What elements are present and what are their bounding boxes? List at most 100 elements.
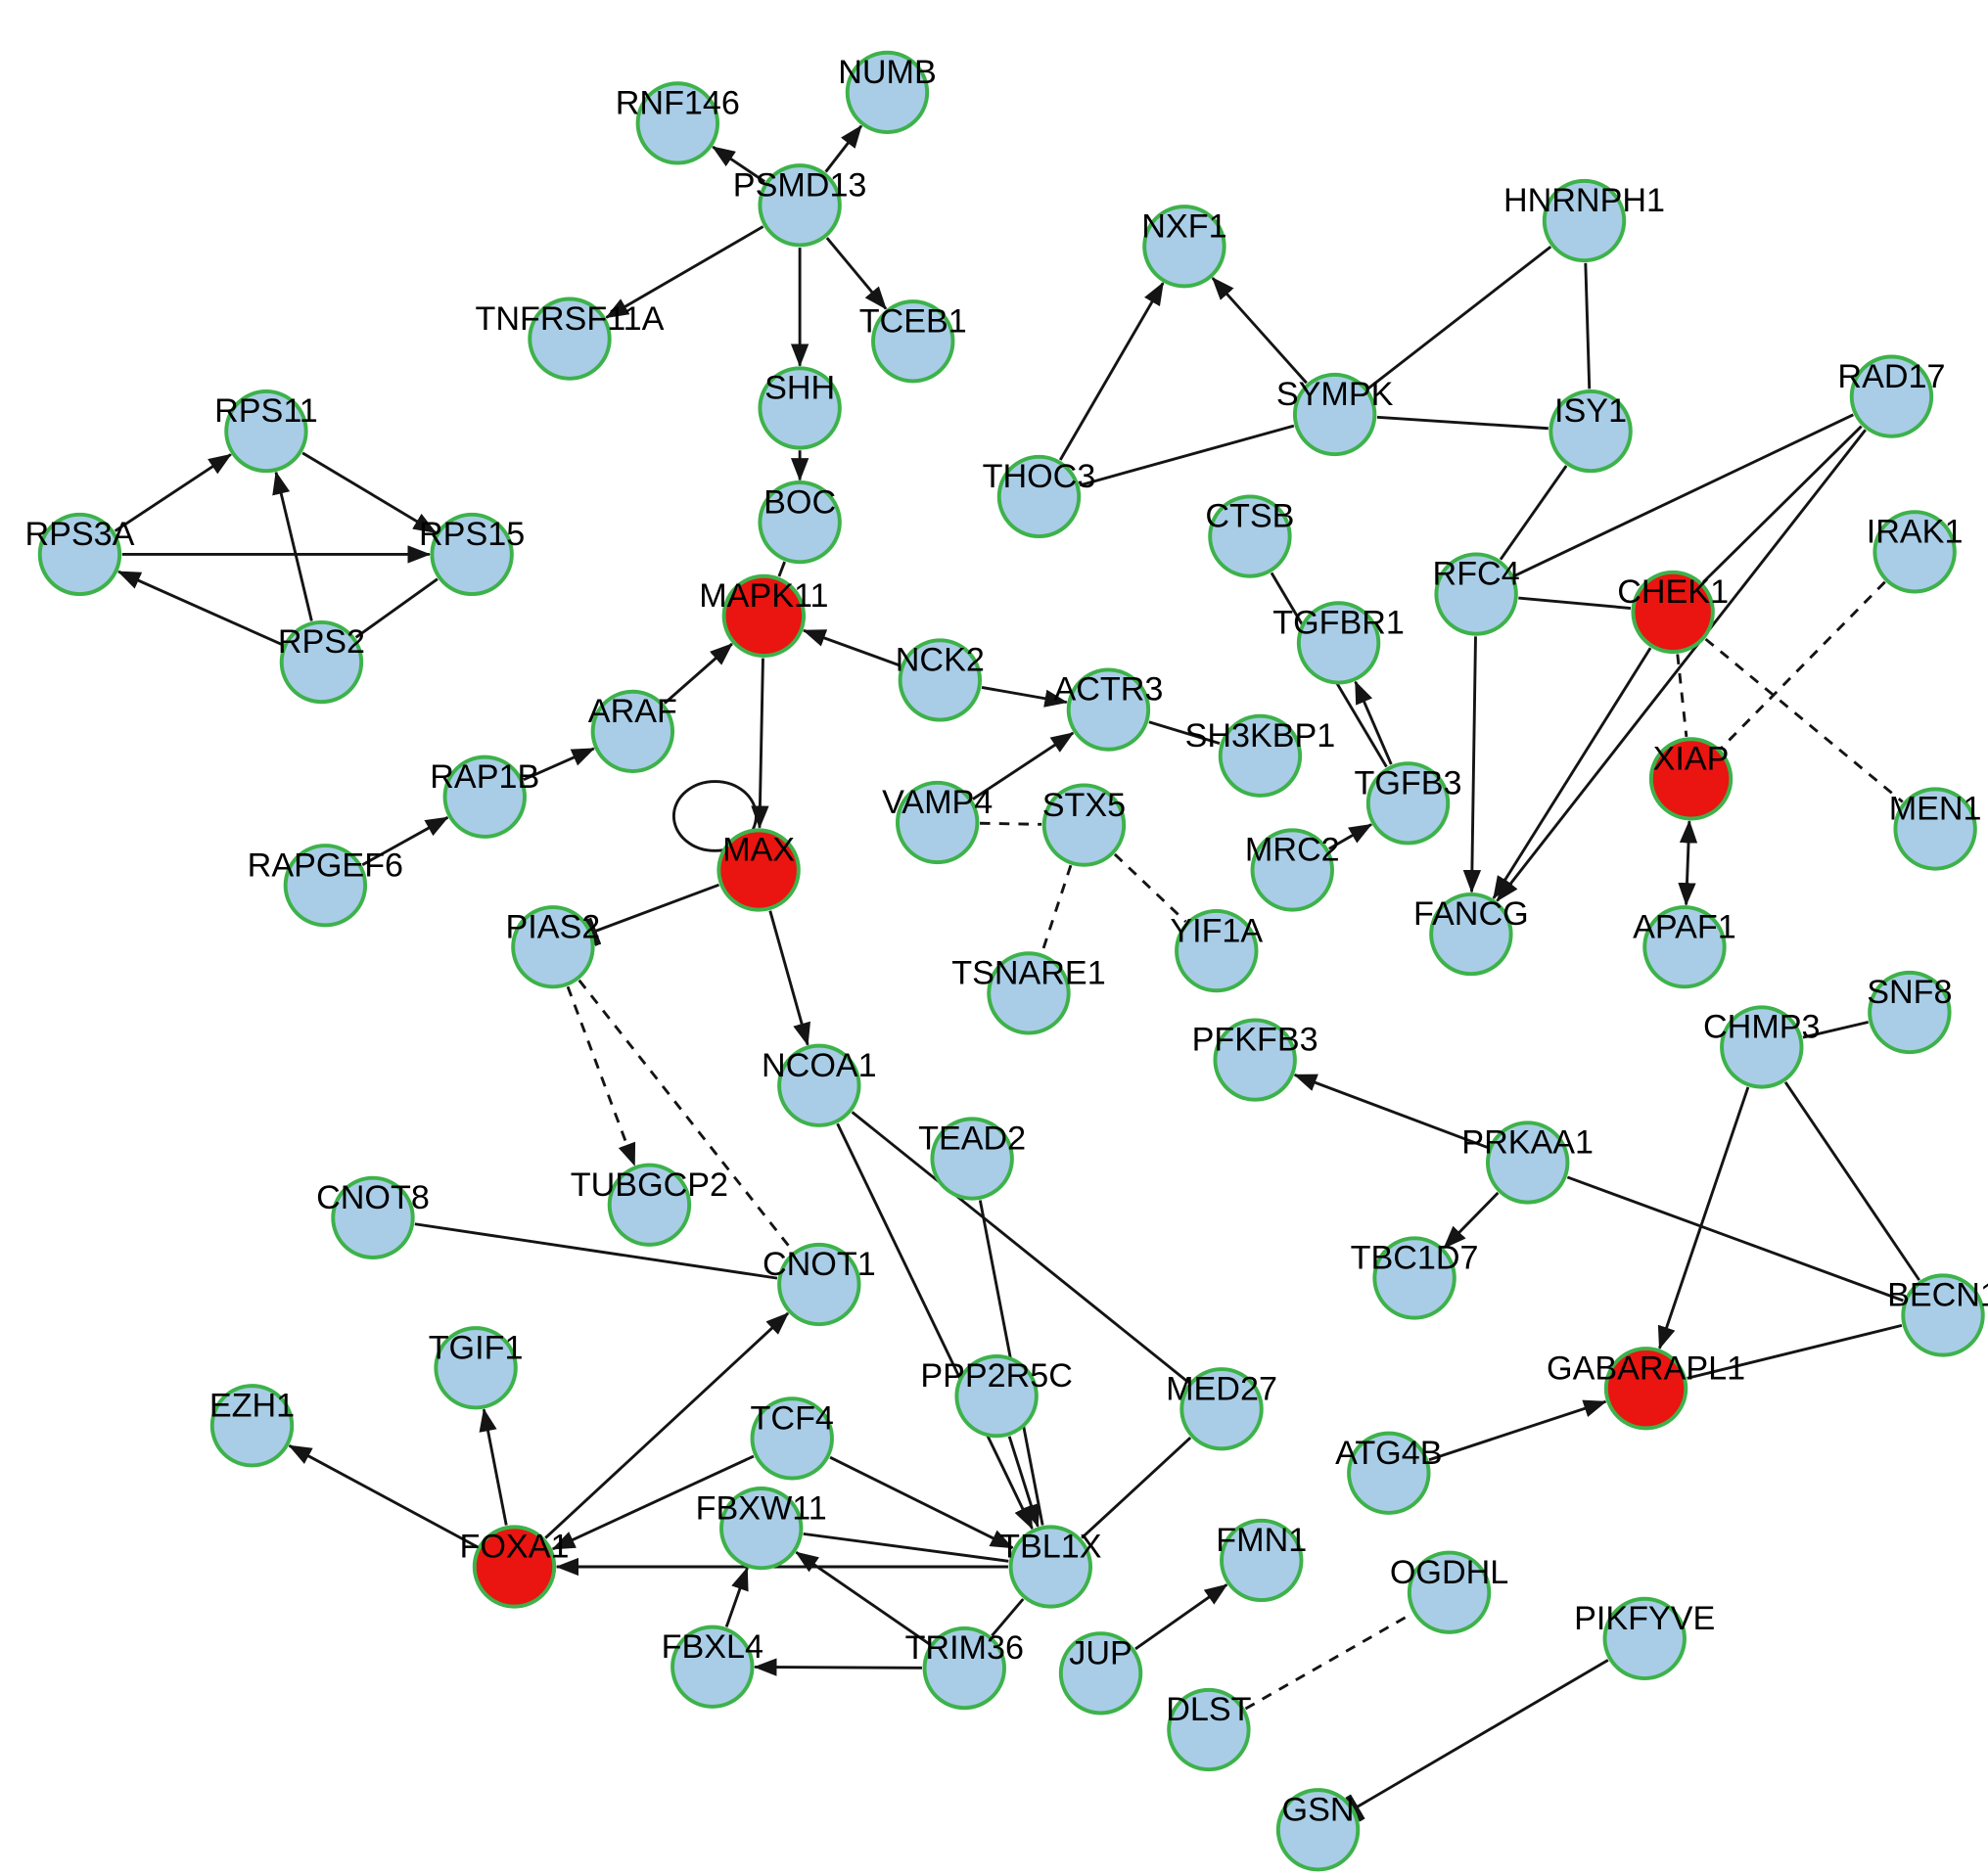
node-DLST: DLST [1166,1687,1252,1772]
node-circle-SHH [758,366,842,450]
edge-THOC3-SYMPK [1079,424,1295,487]
node-label-PPP2R5C: PPP2R5C [920,1357,1073,1395]
node-FOXA1: FOXA1 [460,1525,569,1609]
node-circle-TGFBR1 [1296,601,1381,685]
node-label-RAP1B: RAP1B [430,758,539,796]
edge-PRKAA1-TBC1D7 [1443,1191,1500,1250]
node-OGDHL: OGDHL [1390,1550,1508,1634]
node-label-TBL1X: TBL1X [999,1529,1102,1566]
edge-CHEK1-XIAP [1676,654,1688,738]
node-GSN: GSN [1275,1788,1361,1872]
node-circle-ATG4B [1347,1431,1431,1515]
node-circle-APAF1 [1642,905,1727,989]
node-circle-MAX [717,828,801,912]
node-circle-FOXA1 [472,1525,557,1609]
node-TBC1D7: TBC1D7 [1351,1236,1479,1320]
node-TCEB1: TCEB1 [859,299,967,384]
node-label-STX5: STX5 [1042,787,1126,824]
node-label-FBXW11: FBXW11 [696,1489,827,1527]
node-CHMP3: CHMP3 [1703,1005,1821,1089]
node-PSMD13: PSMD13 [733,163,866,248]
edge-PRKAA1-PFKFB3 [1293,1073,1489,1150]
node-RAD17: RAD17 [1837,354,1946,438]
node-circle-BECN1 [1901,1273,1985,1357]
edge-CHMP3-BECN1 [1783,1081,1920,1281]
node-circle-MRC2 [1250,828,1334,912]
node-THOC3: THOC3 [983,454,1095,539]
node-YIF1A: YIF1A [1170,908,1263,993]
node-circle-TUBGCP2 [607,1163,692,1247]
node-label-PFKFB3: PFKFB3 [1192,1022,1318,1059]
edge-RPS2-RPS11 [272,471,313,621]
edge-RPS11-RPS15 [301,451,438,534]
node-TNFRSF11A: TNFRSF11A [476,297,665,381]
node-label-NCOA1: NCOA1 [762,1047,877,1084]
edge-STX5-TSNARE1 [1040,864,1073,954]
node-label-CTSB: CTSB [1205,498,1294,535]
edge-RAD17-FANCG [1496,429,1867,902]
node-label-MRC2: MRC2 [1245,832,1340,869]
node-BOC: BOC [758,480,842,565]
node-circle-FMN1 [1220,1518,1304,1603]
node-label-RAPGEF6: RAPGEF6 [248,846,403,884]
node-PPP2R5C: PPP2R5C [920,1353,1073,1439]
node-circle-CNOT1 [777,1242,861,1327]
node-SYMPK: SYMPK [1276,372,1394,457]
node-PIKFYVE: PIKFYVE [1574,1596,1715,1681]
edge-RPS3A-RPS11 [114,453,232,532]
node-circle-RPS2 [279,619,364,705]
node-label-TCF4: TCF4 [751,1400,834,1438]
node-circle-RAD17 [1849,354,1934,438]
node-label-IRAK1: IRAK1 [1867,514,1964,551]
node-label-XIAP: XIAP [1653,741,1730,778]
node-RPS15: RPS15 [419,512,525,597]
edge-CHEK1-FANCG [1492,647,1652,899]
node-TSNARE1: TSNARE1 [951,951,1106,1035]
node-label-TGFB3: TGFB3 [1354,765,1461,802]
node-circle-SYMPK [1292,372,1377,457]
node-circle-PFKFB3 [1213,1018,1297,1102]
node-circle-PPP2R5C [954,1353,1039,1439]
edge-FOXA1-EZH1 [288,1444,479,1548]
node-circle-TNFRSF11A [528,297,612,381]
node-circle-TRIM36 [922,1625,1006,1711]
node-circle-RAP1B [442,755,527,839]
node-CHEK1: CHEK1 [1617,570,1729,655]
node-label-TRIM36: TRIM36 [905,1629,1024,1667]
node-label-CHEK1: CHEK1 [1617,573,1729,611]
node-label-TGIF1: TGIF1 [429,1329,524,1366]
node-circle-TEAD2 [930,1117,1014,1201]
node-circle-YIF1A [1175,908,1259,993]
node-circle-SH3KBP1 [1218,713,1303,798]
edge-FBXL4-FBXW11 [724,1567,749,1627]
node-circle-OGDHL [1407,1550,1492,1634]
edge-MED27-TBL1X [1081,1437,1192,1539]
node-label-JUP: JUP [1069,1635,1133,1672]
node-label-GSN: GSN [1282,1791,1355,1828]
edge-RAD17-RFC4 [1513,413,1854,577]
node-label-YIF1A: YIF1A [1170,912,1263,949]
node-label-RPS2: RPS2 [278,623,365,661]
node-circle-RAPGEF6 [283,844,368,928]
node-ACTR3: ACTR3 [1053,667,1163,752]
node-label-HNRNPH1: HNRNPH1 [1503,182,1665,219]
node-SH3KBP1: SH3KBP1 [1185,713,1335,798]
edge-PPP2R5C-TBL1X [1007,1436,1040,1528]
node-PFKFB3: PFKFB3 [1192,1018,1318,1102]
node-circle-PSMD13 [758,163,842,248]
node-circle-EZH1 [209,1384,295,1468]
edge-MAX-NCOA1 [768,910,810,1046]
node-SHH: SHH [758,366,842,450]
edge-ATG4B-GABARAPL1 [1428,1399,1607,1462]
edge-MAX-PIAS2 [584,883,720,946]
node-MRC2: MRC2 [1245,828,1340,912]
node-label-FMN1: FMN1 [1216,1522,1307,1559]
node-circle-FBXL4 [670,1624,755,1709]
edge-TRIM36-TBL1X [991,1598,1025,1637]
node-RAPGEF6: RAPGEF6 [248,844,403,928]
node-CNOT1: CNOT1 [763,1242,876,1327]
node-XIAP: XIAP [1648,737,1734,821]
node-GABARAPL1: GABARAPL1 [1547,1347,1745,1431]
node-label-GABARAPL1: GABARAPL1 [1547,1350,1745,1387]
edge-ACTR3-SH3KBP1 [1148,720,1221,746]
